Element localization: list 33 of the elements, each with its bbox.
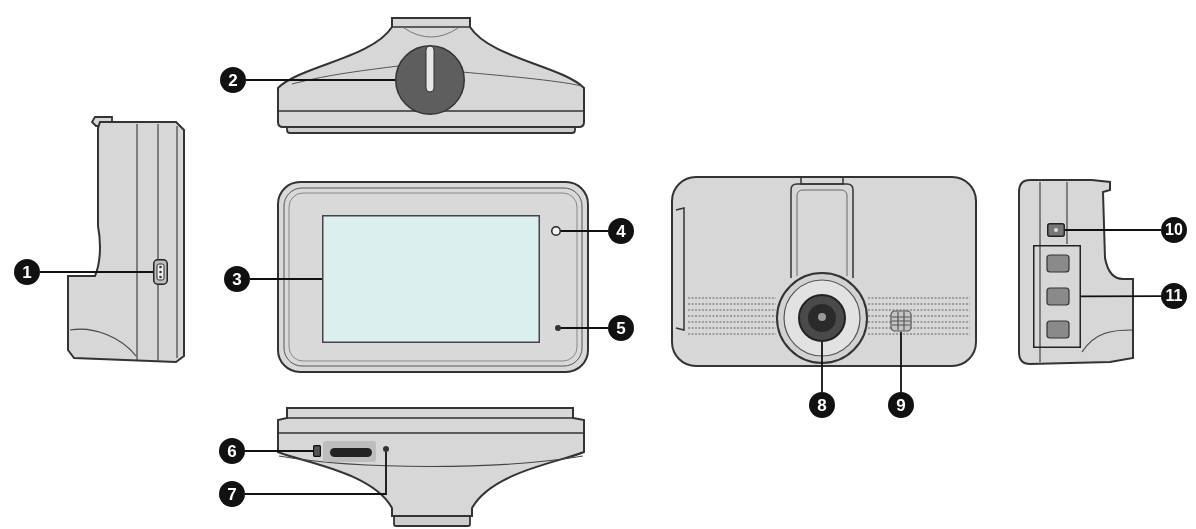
switch — [313, 445, 321, 457]
usb-port — [153, 259, 168, 285]
leader-line — [244, 450, 314, 452]
callout-number: 5 — [608, 315, 634, 341]
push-button — [1047, 223, 1065, 237]
leader-line — [245, 79, 396, 81]
button-frame — [1033, 245, 1081, 348]
mount-knob — [395, 45, 465, 115]
callout-number: 7 — [219, 481, 245, 507]
callout-number: 9 — [888, 392, 914, 418]
callout-number: 1 — [14, 259, 40, 285]
callout-number: 8 — [809, 392, 835, 418]
leader-line — [900, 331, 902, 393]
callout-number: 6 — [219, 438, 245, 464]
pinhole — [555, 325, 561, 331]
leader-line — [560, 327, 609, 329]
leader-line — [249, 278, 323, 280]
leader-line — [560, 230, 609, 232]
leader-line — [1080, 295, 1162, 298]
indicator-light — [551, 226, 561, 236]
display-screen — [322, 215, 540, 343]
callout-number: 3 — [224, 266, 250, 292]
callout-number: 10 — [1161, 217, 1187, 243]
callout-number: 11 — [1161, 283, 1187, 309]
callout-number: 4 — [608, 218, 634, 244]
leader-line — [244, 451, 387, 495]
callout-number: 2 — [220, 67, 246, 93]
leader-line — [39, 271, 154, 273]
camera-lens — [798, 294, 846, 342]
leader-line — [821, 341, 823, 393]
pinhole — [383, 446, 389, 452]
leader-line — [1064, 229, 1162, 231]
speaker-grille — [890, 310, 912, 332]
